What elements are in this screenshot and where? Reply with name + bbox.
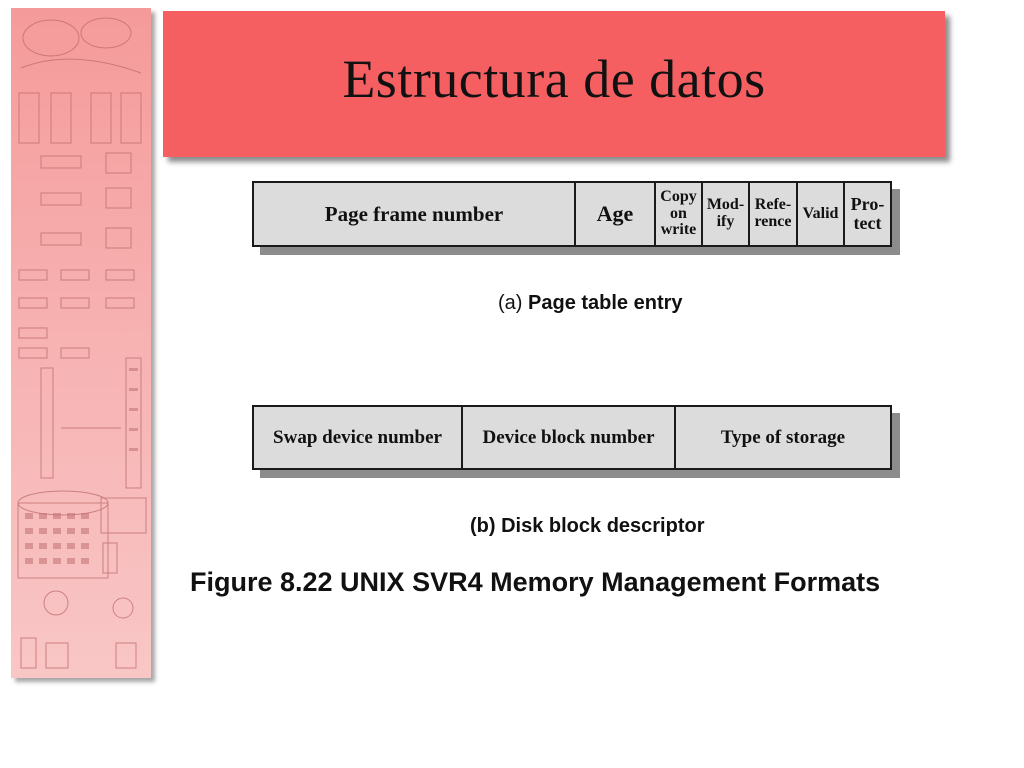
disk-block-descriptor-caption: (b) Disk block descriptor — [470, 515, 705, 537]
figure-caption: Figure 8.22 UNIX SVR4 Memory Management … — [190, 567, 881, 597]
field-protect: Pro- tect — [850, 194, 885, 233]
decorative-diagram-thumbnail — [17, 17, 147, 669]
page-table-entry-diagram: Page frame number Age Copy on write Mod-… — [252, 181, 892, 247]
caption-tag-a: (a) — [498, 292, 523, 314]
field-age: Age — [576, 183, 656, 245]
field-valid: Valid — [798, 183, 845, 245]
field-type-of-storage: Type of storage — [720, 426, 846, 448]
field-reference: Refe- rence — [750, 183, 798, 245]
disk-block-descriptor-diagram: Swap device number Device block number T… — [252, 405, 892, 470]
caption-text-a: Page table entry — [528, 292, 683, 314]
slide-title: Estructura de datos — [342, 49, 766, 109]
field-swap-device-number: Swap device number — [254, 407, 463, 468]
field-page-frame-number: Page frame number — [254, 183, 576, 245]
decorative-sidebar-strip — [11, 8, 151, 678]
field-device-block-number: Device block number — [463, 407, 676, 468]
field-copy-on-write: Copy on write — [656, 183, 703, 245]
title-banner: Estructura de datos — [163, 11, 945, 157]
field-modify: Mod- ify — [703, 183, 750, 245]
page-table-entry-caption: (a) Page table entry — [498, 292, 683, 315]
